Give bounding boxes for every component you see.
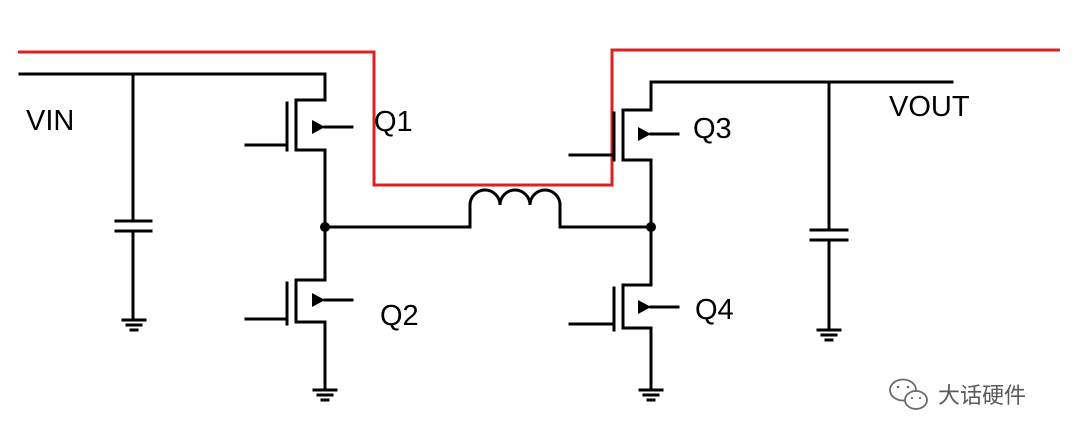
q4-label: Q4 [695, 294, 734, 326]
ground-symbol [638, 388, 664, 402]
vin-label: VIN [26, 105, 74, 137]
ground-symbol [312, 388, 338, 402]
vout-label: VOUT [889, 91, 970, 123]
mosfet-q1 [244, 98, 354, 229]
output-capacitor [809, 80, 849, 330]
mosfet-q3 [568, 80, 680, 229]
q2-label: Q2 [380, 300, 419, 332]
inductor [468, 188, 562, 207]
watermark-text: 大话硬件 [938, 384, 1026, 409]
mosfet-q2 [244, 225, 354, 390]
mosfet-q4 [568, 225, 680, 390]
ground-symbol [121, 318, 147, 332]
input-capacitor [114, 72, 153, 320]
q1-label: Q1 [374, 106, 413, 138]
ground-symbol [816, 328, 842, 342]
vin-rail [18, 72, 327, 102]
wechat-icon [889, 378, 928, 410]
q3-label: Q3 [693, 113, 732, 145]
current-path [18, 48, 1060, 187]
